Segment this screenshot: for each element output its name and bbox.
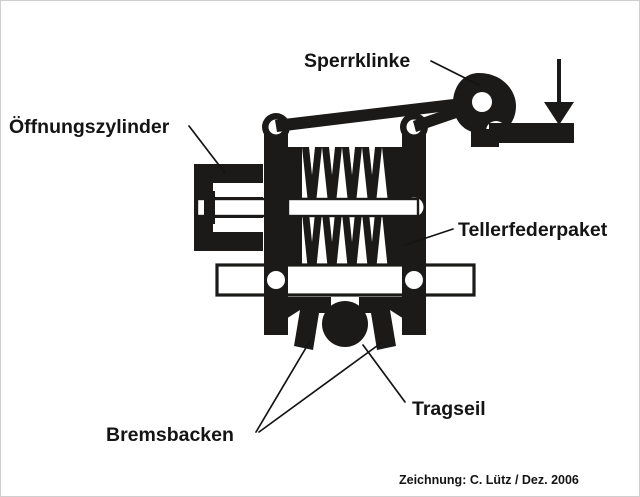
force-arrow-head: [544, 102, 574, 125]
spring-end-plate-lower-left: [288, 213, 302, 271]
hoisting-rope-section: [322, 301, 368, 347]
force-arrow: [544, 59, 574, 125]
disc-spring-pack: [288, 147, 402, 271]
tie-rod: [286, 197, 420, 218]
pawl-pivot-hole: [472, 92, 492, 112]
spring-waves-upper: [302, 147, 395, 203]
leader-opening-cylinder: [188, 125, 226, 174]
crossbar-left-pivot-hole: [267, 271, 285, 289]
brake-shoe-right-carrier: [402, 295, 426, 335]
crossbar-bar: [215, 263, 476, 297]
link-bar-long: [275, 96, 481, 132]
leader-brake-shoe-left: [255, 340, 311, 433]
credit-line: Zeichnung: C. Lütz / Dez. 2006: [399, 473, 579, 487]
spring-end-plate-upper-left: [288, 147, 302, 203]
brake-shoes: [264, 295, 426, 350]
pawl-lever-arm: [489, 123, 574, 143]
mechanism-assembly: [194, 59, 574, 350]
pawl-lever-root: [471, 129, 499, 147]
label-pawl: Sperrklinke: [304, 50, 410, 72]
leader-lines: [188, 60, 480, 433]
top-linkage: [275, 96, 483, 132]
brake-shoe-left-carrier: [264, 295, 288, 335]
label-hoisting-rope: Tragseil: [412, 398, 486, 420]
leader-hoisting-rope: [362, 344, 406, 403]
crossbar-right-pivot-hole: [405, 271, 423, 289]
bottom-crossbar: [215, 263, 476, 297]
label-disc-spring-pack: Tellerfederpaket: [458, 219, 608, 241]
piston-head: [204, 191, 215, 224]
leader-spring-pack: [404, 228, 454, 246]
leader-pawl: [430, 60, 480, 86]
leader-brake-shoe-right: [258, 342, 382, 433]
label-opening-cylinder: Öffnungszylinder: [9, 115, 170, 138]
label-brake-shoes: Bremsbacken: [106, 424, 234, 446]
spring-waves-lower: [302, 213, 395, 271]
pawl-assembly: [453, 73, 574, 147]
